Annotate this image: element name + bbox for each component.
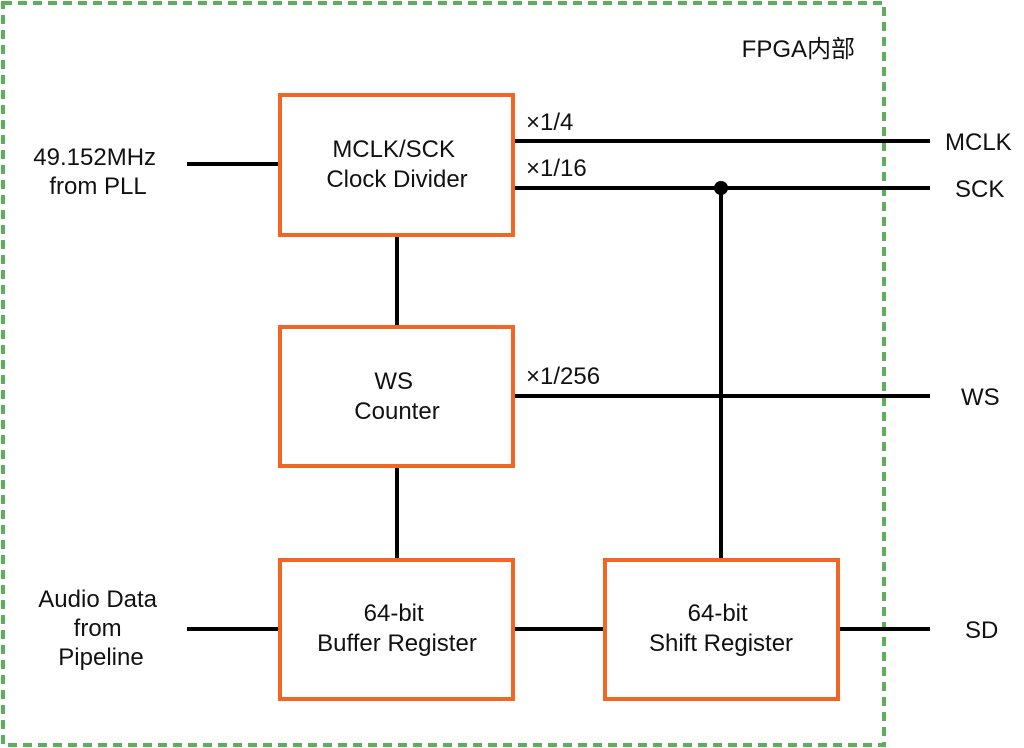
sck-junction-dot — [714, 181, 728, 195]
buffer-register-block — [278, 558, 515, 701]
mclk-ratio-label: ×1/4 — [526, 109, 573, 136]
mclk-output-label: MCLK — [945, 129, 1012, 156]
audio-data-input-label: Audio Data from Pipeline — [38, 586, 163, 671]
ws-counter-block — [278, 325, 515, 468]
sck-ratio-label: ×1/16 — [526, 155, 587, 182]
shift-register-label: 64-bit Shift Register — [649, 600, 793, 657]
ws-counter-label: WS Counter — [354, 368, 439, 425]
shift-register-block — [603, 558, 840, 701]
audio-data-line3: Pipeline — [58, 644, 143, 671]
buffer-register-label-line1: 64-bit — [364, 600, 424, 627]
buffer-register-label-line2: Buffer Register — [317, 630, 477, 657]
ws-counter-label-line1: WS — [374, 368, 413, 395]
ws-output-label: WS — [961, 384, 1000, 411]
pll-clock-line2: from PLL — [49, 173, 146, 200]
audio-data-line2: from — [74, 615, 122, 642]
clock-divider-block — [278, 93, 515, 237]
shift-register-label-line1: 64-bit — [688, 600, 748, 627]
buffer-register-label: 64-bit Buffer Register — [317, 600, 477, 657]
ws-counter-label-line2: Counter — [354, 398, 439, 425]
shift-register-label-line2: Shift Register — [649, 630, 793, 657]
audio-data-line1: Audio Data — [38, 586, 157, 613]
fpga-region-border — [1, 1, 886, 747]
sck-output-label: SCK — [955, 176, 1004, 203]
ws-ratio-label: ×1/256 — [526, 363, 600, 390]
clock-divider-label-line2: Clock Divider — [326, 166, 467, 193]
wires — [187, 139, 930, 631]
clock-divider-label: MCLK/SCK Clock Divider — [326, 136, 467, 193]
fpga-region-label: FPGA内部 — [742, 36, 855, 63]
sd-output-label: SD — [965, 617, 998, 644]
pll-clock-line1: 49.152MHz — [33, 144, 156, 171]
clock-divider-label-line1: MCLK/SCK — [332, 136, 455, 163]
pll-clock-input-label: 49.152MHz from PLL — [33, 144, 162, 200]
